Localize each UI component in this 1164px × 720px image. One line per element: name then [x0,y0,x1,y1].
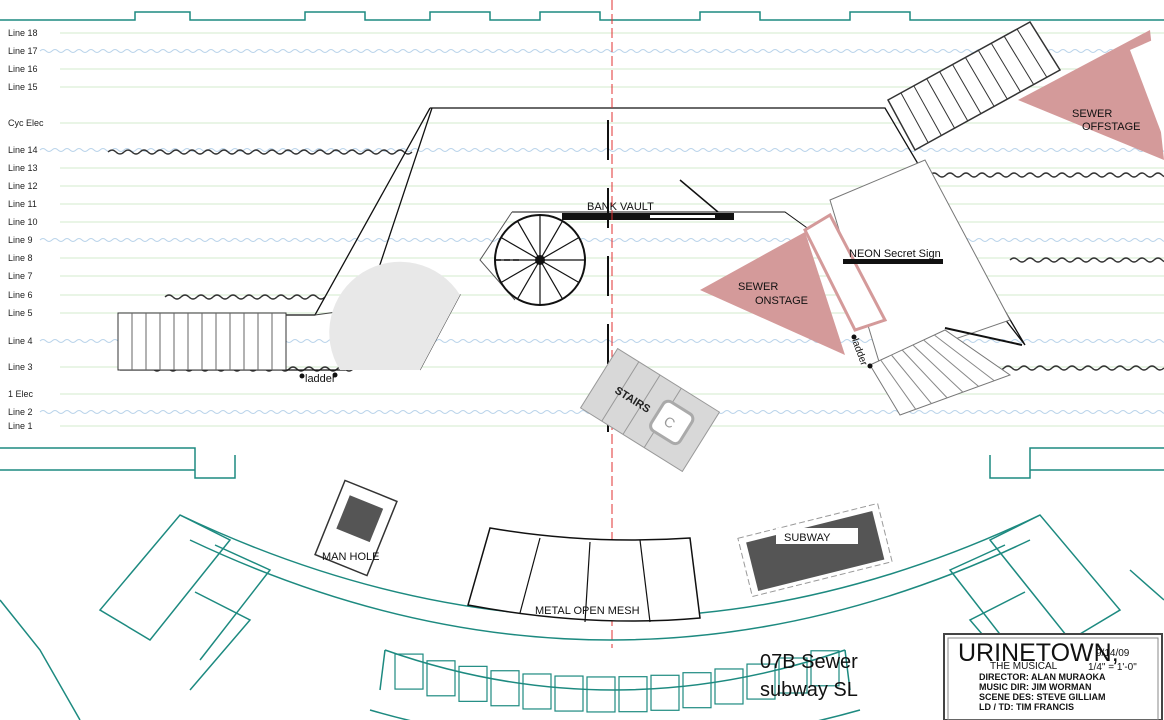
proscenium-right [989,447,1164,479]
line-set-label: Line 8 [8,253,33,263]
line-set-label: Line 17 [8,46,38,56]
manhole-unit [314,479,398,577]
neon-sign [843,259,943,264]
line-set-batten [39,238,1164,242]
line-set-label: Line 16 [8,64,38,74]
drape [107,149,413,155]
line-set-row: Line 7 [8,271,1164,281]
credit-music: MUSIC DIR: JIM WORMAN [979,682,1092,692]
ladder-left-label: ladder [305,373,336,385]
line-set-row: Line 9 [8,235,1164,245]
line-set-label: Line 7 [8,271,33,281]
line-set-row: Line 12 [8,181,1164,191]
manhole-label: MAN HOLE [322,551,379,563]
subway-label: SUBWAY [784,532,831,544]
title-block: URINETOWN, 9/14/09 THE MUSICAL 1/4" = 1'… [943,633,1163,720]
line-set-row: Line 13 [8,163,1164,173]
stairs-unit: STAIRS C [579,347,721,473]
line-set-label: Line 14 [8,145,38,155]
left-stair-unit [117,312,287,371]
line-set-label: Line 9 [8,235,33,245]
metal-mesh-unit [467,527,701,622]
line-set-label: Line 1 [8,421,33,431]
line-set-row: Line 10 [8,217,1164,227]
audience-seat [490,670,520,707]
line-set-label: Line 13 [8,163,38,173]
show-subtitle: THE MUSICAL [990,661,1058,672]
line-set-label: Line 5 [8,308,33,318]
line-set-row: Line 1 [8,421,1164,431]
sewer-offstage-label-1: SEWER [1072,108,1112,120]
line-set-row: Cyc Elec [8,118,1164,128]
line-set-label: Line 11 [8,199,37,209]
plot-date: 9/14/09 [1096,648,1130,659]
line-set-label: Line 18 [8,28,38,38]
audience-seat [618,676,648,713]
line-set-row: 1 Elec [8,389,1164,399]
audience-seat [746,663,776,700]
credit-lighting: LD / TD: TIM FRANCIS [979,702,1074,712]
line-set-label: Line 10 [8,217,38,227]
audience-seat [426,660,456,697]
drape [929,172,1164,178]
drape [1009,257,1164,263]
sewer-onstage-label-2: ONSTAGE [755,295,808,307]
audience-seat [458,665,488,702]
audience-seat [554,675,584,712]
sewer-offstage-label-2: OFFSTAGE [1082,121,1140,133]
scene-title-2: subway SL [760,679,858,701]
sewer-offstage [1018,30,1164,160]
drawing-scale: 1/4" = 1'-0" [1088,662,1137,673]
line-set-label: 1 Elec [8,389,34,399]
sewer-onstage-label-1: SEWER [738,281,778,293]
audience-seat [810,650,840,687]
audience-seat [522,673,552,710]
subway-unit [737,502,893,598]
line-set-label: Line 3 [8,362,33,372]
line-set-label: Cyc Elec [8,118,44,128]
line-set-row: Line 11 [8,199,1164,209]
audience-seat [394,653,424,690]
audience-seat [682,672,712,709]
right-stair-upper [886,21,1062,152]
line-set-row: Line 8 [8,253,1164,263]
credit-scenic: SCENE DES: STEVE GILLIAM [979,692,1106,702]
line-set-row: Line 18 [8,28,1164,38]
line-set-label: Line 12 [8,181,38,191]
neon-sign-label: NEON Secret Sign [849,248,941,260]
sewer-onstage [700,232,845,355]
line-set-label: Line 6 [8,290,33,300]
show-title: URINETOWN, [958,639,1119,667]
metal-mesh-label: METAL OPEN MESH [535,605,640,617]
audience-seat [650,674,680,711]
drape [164,294,326,300]
audience-seat [778,657,808,694]
proscenium-left [0,447,236,479]
platform-arc [329,261,460,370]
credit-director: DIRECTOR: ALAN MURAOKA [979,672,1106,682]
bank-vault-wall [562,213,734,220]
bank-vault-label: BANK VAULT [587,201,654,213]
line-set-label: Line 15 [8,82,38,92]
scene-title-1: 07B Sewer [760,651,858,673]
upstage-wall [0,11,1164,21]
spiral-stair [479,211,586,306]
left-vom [0,514,272,720]
right-stair-lower [869,329,1012,416]
line-set-label: Line 4 [8,336,33,346]
audience-seat [714,668,744,705]
audience-seat [586,676,616,713]
audience-rows [369,649,861,720]
line-set-label: Line 2 [8,407,33,417]
